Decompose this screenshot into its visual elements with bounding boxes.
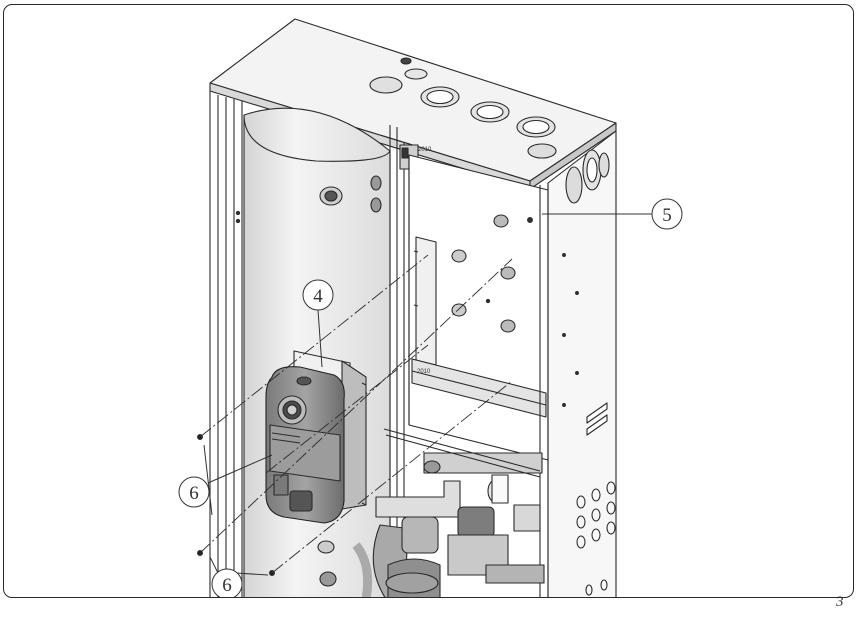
bracket-label-upper: 2010 bbox=[418, 147, 432, 153]
exploded-view-drawing: 4 5 6 6 2010 2010 bbox=[178, 18, 683, 597]
svg-text:6: 6 bbox=[222, 575, 232, 596]
water-tank bbox=[243, 107, 391, 597]
callout-leaders bbox=[203, 213, 652, 576]
figure-frame: 4 5 6 6 2010 2010 bbox=[3, 4, 854, 598]
control-unit bbox=[265, 350, 367, 524]
page-number: 3 bbox=[836, 594, 844, 610]
bracket-label-middle: 2010 bbox=[417, 369, 431, 375]
callout-4: 4 bbox=[302, 279, 334, 311]
cabinet-left-frame bbox=[209, 91, 243, 597]
back-panel bbox=[408, 154, 549, 461]
hydraulic-group bbox=[317, 428, 545, 597]
svg-text:6: 6 bbox=[189, 483, 199, 504]
cabinet-right-panel bbox=[539, 130, 617, 597]
callout-6-upper: 6 bbox=[178, 476, 210, 508]
callout-6-lower: 6 bbox=[211, 568, 243, 597]
svg-text:5: 5 bbox=[662, 205, 672, 226]
assembly-dashed-lines bbox=[199, 254, 513, 574]
svg-text:4: 4 bbox=[313, 286, 323, 307]
callout-5: 5 bbox=[651, 198, 683, 230]
